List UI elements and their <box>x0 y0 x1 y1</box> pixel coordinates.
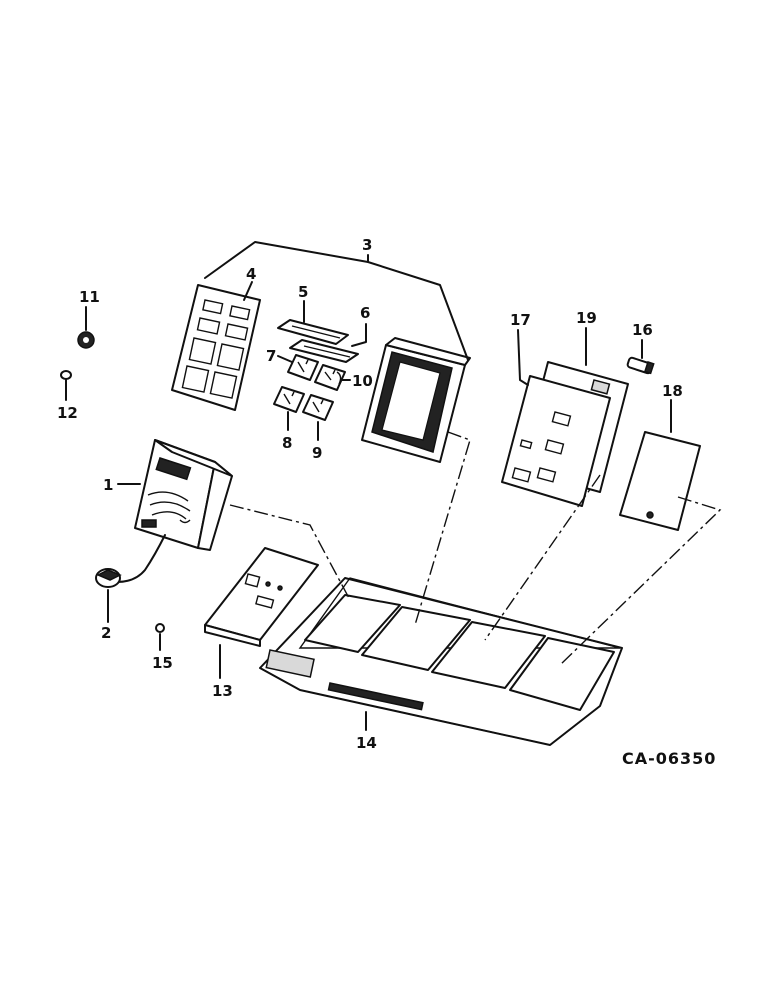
cutout-4 <box>509 637 615 711</box>
part-11-bulb <box>77 331 95 349</box>
part-17-board <box>501 375 611 507</box>
callout-7: 7 <box>266 347 276 365</box>
callout-2: 2 <box>101 624 111 642</box>
callout-15: 15 <box>152 654 173 672</box>
part-12-screw <box>60 370 72 380</box>
display-window <box>155 457 192 481</box>
callout-3: 3 <box>362 236 372 254</box>
drawing-code: CA-06350 <box>622 749 716 768</box>
assembly-lines <box>229 431 722 666</box>
callout-5: 5 <box>298 283 308 301</box>
leader-lines <box>65 281 672 731</box>
callout-9: 9 <box>312 444 322 462</box>
part-14-base-panel <box>259 577 623 746</box>
callout-16: 16 <box>632 321 653 339</box>
wire-1-to-2 <box>116 534 166 583</box>
callout-10: 10 <box>352 372 373 390</box>
part-3-housing <box>361 337 471 463</box>
callout-12: 12 <box>57 404 78 422</box>
callout-4: 4 <box>246 265 256 283</box>
part-10-gauge <box>314 364 346 391</box>
callout-14: 14 <box>356 734 377 752</box>
part-1-gauge-housing <box>134 439 233 551</box>
part-4-gauge-panel <box>171 284 261 411</box>
callout-labels: 1 2 3 4 5 6 7 8 9 10 11 12 13 14 15 16 1… <box>57 236 683 752</box>
corner-bracket <box>265 649 315 678</box>
part-16-fuse <box>626 356 655 375</box>
cutout-1 <box>304 594 401 653</box>
callout-18: 18 <box>662 382 683 400</box>
part-9-gauge <box>302 394 334 421</box>
part-7-gauge <box>287 354 319 381</box>
indicator <box>141 519 157 528</box>
callout-13: 13 <box>212 682 233 700</box>
callout-17: 17 <box>510 311 531 329</box>
cutout-3 <box>431 621 546 689</box>
part-18-cover <box>619 431 701 531</box>
part-8-gauge <box>273 386 305 413</box>
front-slot <box>327 682 424 711</box>
part-5-lens-strip <box>277 319 349 345</box>
part-13-switch-plate <box>204 547 319 647</box>
part-2-knob <box>95 568 122 588</box>
callout-6: 6 <box>360 304 370 322</box>
cutout-2 <box>361 606 471 671</box>
part-6-lens-strip <box>289 339 359 363</box>
part-15-grommet <box>155 623 165 633</box>
callout-8: 8 <box>282 434 292 452</box>
callout-19: 19 <box>576 309 597 327</box>
callout-11: 11 <box>79 288 100 306</box>
callout-1: 1 <box>103 476 113 494</box>
